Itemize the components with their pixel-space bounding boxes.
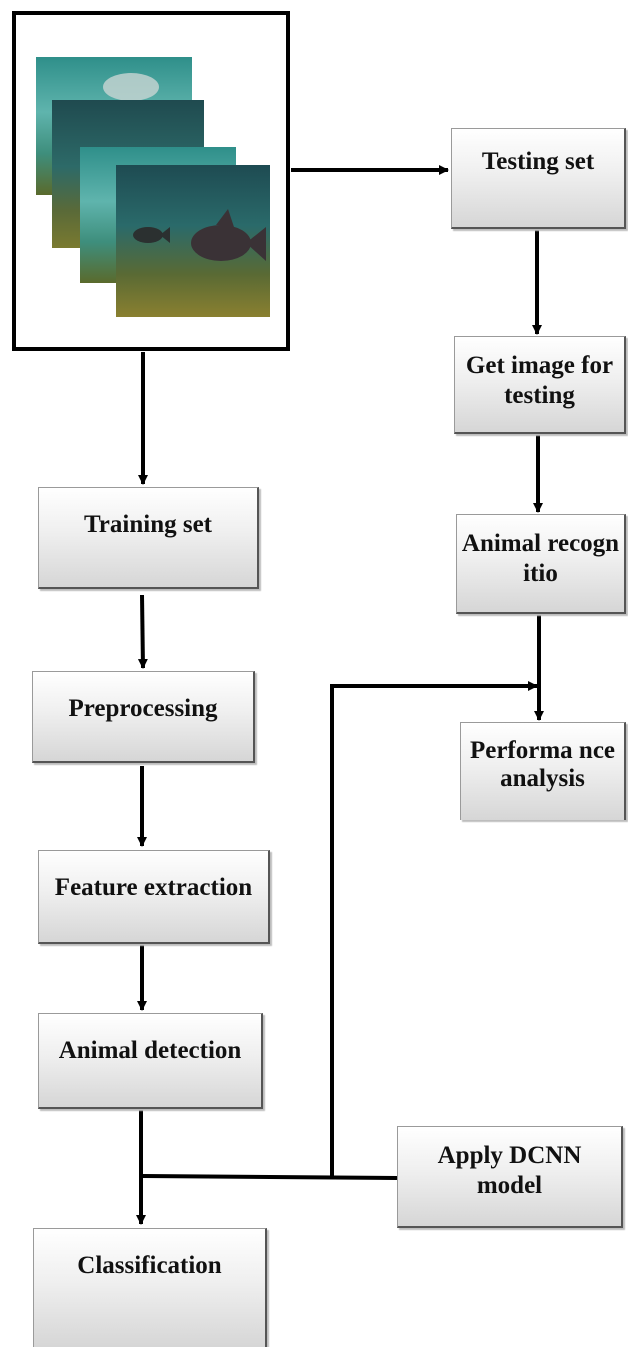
performance-label: Performa nce analysis [469, 737, 616, 792]
testing-set-box: Testing set [451, 128, 626, 229]
get-image-label: Get image for testing [465, 352, 614, 409]
line-dcnn-feedback [330, 681, 538, 1176]
apply-dcnn-box: Apply DCNN model [397, 1126, 623, 1228]
get-image-box: Get image for testing [454, 336, 626, 434]
coelacanth-shape [133, 209, 266, 261]
line-dcnn-to-detection [142, 1174, 398, 1180]
performance-box: Performa nce analysis [460, 722, 626, 820]
testing-set-label: Testing set [481, 148, 595, 175]
preprocessing-label: Preprocessing [68, 695, 218, 722]
animal-detection-box: Animal detection [38, 1013, 263, 1109]
feature-extraction-box: Feature extraction [38, 850, 270, 944]
animal-detection-label: Animal detection [58, 1037, 242, 1064]
apply-dcnn-label: Apply DCNN model [437, 1142, 582, 1199]
classification-box: Classification [33, 1228, 267, 1347]
fish-photo-2 [116, 165, 270, 317]
animal-recognition-box: Animal recognitio [456, 514, 626, 614]
preprocessing-box: Preprocessing [32, 671, 255, 763]
manatee-shape [103, 73, 159, 101]
dataset-image-frame [12, 11, 290, 351]
animal-recognition-label: Animal recognitio [461, 530, 620, 587]
classification-label: Classification [77, 1252, 222, 1279]
arrow-training-to-preprocessing [137, 594, 148, 669]
training-set-box: Training set [38, 487, 259, 589]
training-set-label: Training set [83, 511, 212, 538]
feature-extraction-label: Feature extraction [54, 874, 253, 901]
